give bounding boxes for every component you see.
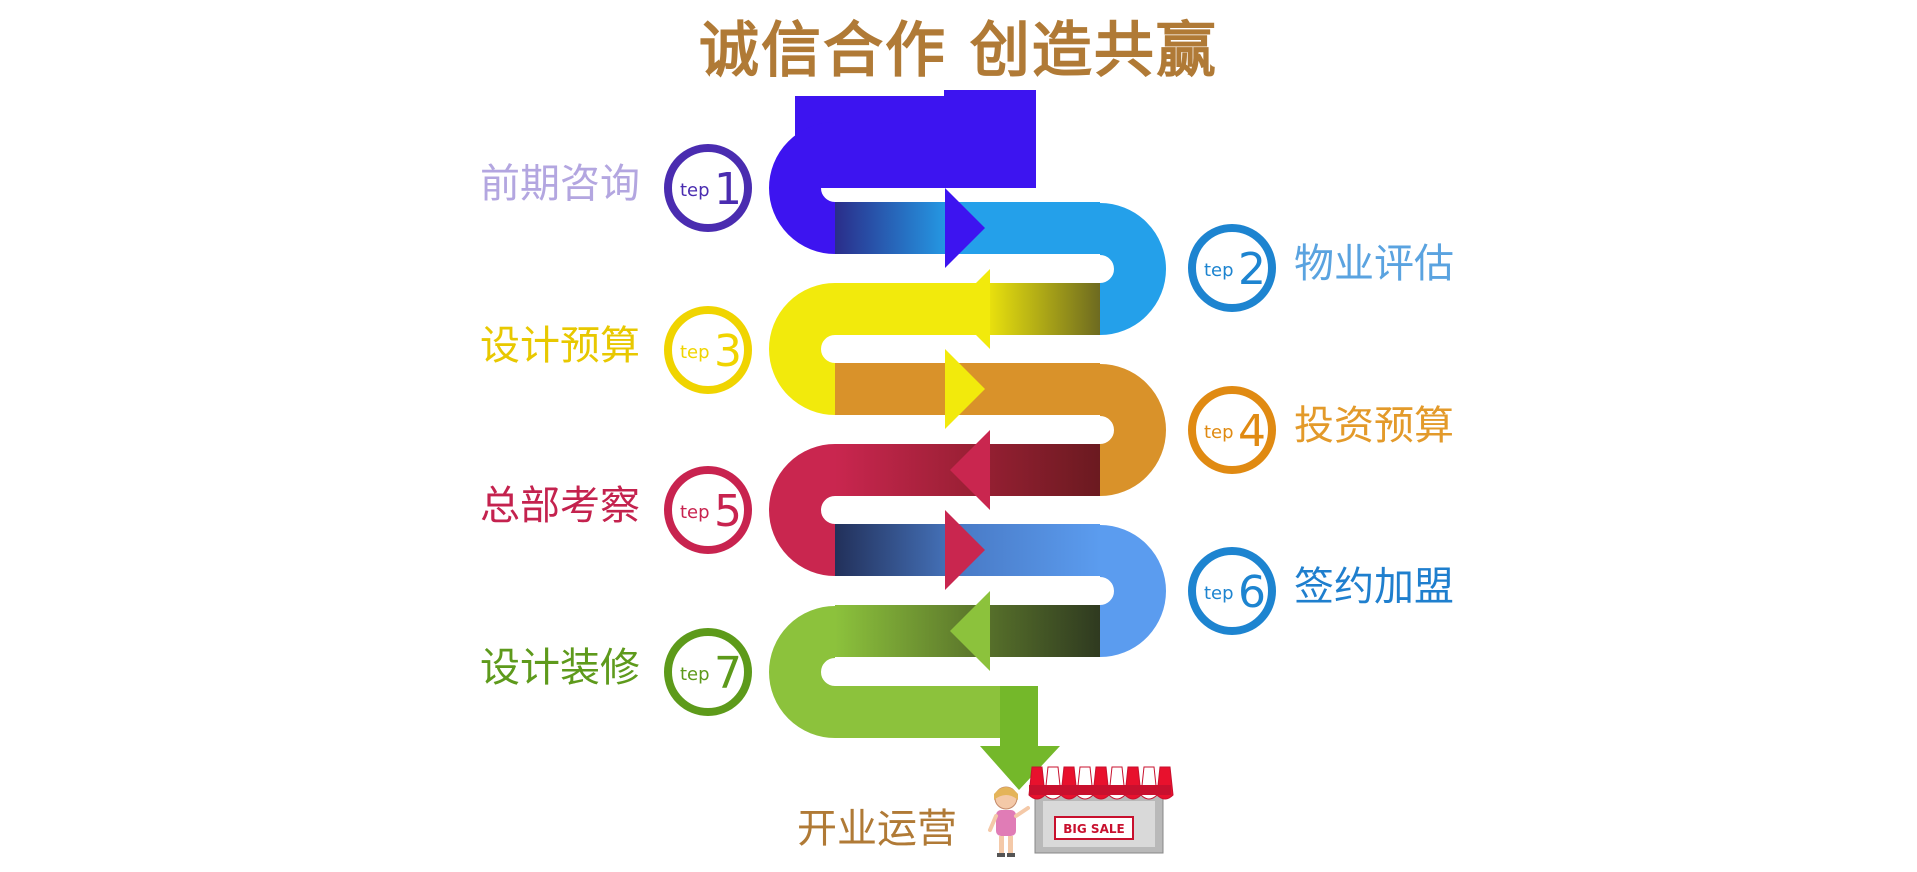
step-number: 3	[714, 326, 742, 377]
step-label-6: 签约加盟	[1294, 564, 1454, 610]
step-prefix: tep	[1204, 583, 1234, 604]
step-label-4: 投资预算	[1294, 403, 1454, 449]
ribbon-turn-6	[1098, 525, 1166, 657]
step-prefix: tep	[1204, 260, 1234, 281]
step-number: 2	[1238, 244, 1266, 295]
arrowhead-6	[950, 591, 990, 671]
ribbon-turn-2	[1098, 203, 1166, 335]
ribbon-final-drop	[1000, 686, 1038, 748]
arrowhead-4	[950, 430, 990, 510]
page-title: 诚信合作 创造共赢	[699, 16, 1218, 86]
step-label-7: 设计装修	[480, 645, 640, 691]
step-prefix: tep	[680, 180, 710, 201]
person-icon	[988, 786, 1030, 857]
step-prefix: tep	[680, 664, 710, 685]
ribbon-turn-7	[769, 606, 837, 738]
step-prefix: tep	[1204, 422, 1234, 443]
step-prefix: tep	[680, 502, 710, 523]
ribbon-turn-3	[769, 283, 837, 415]
final-arrowhead	[980, 746, 1060, 790]
arrowhead-1	[945, 188, 985, 268]
step-number: 5	[714, 486, 742, 537]
step-label-2: 物业评估	[1294, 241, 1454, 287]
step-number: 6	[1238, 567, 1266, 618]
ribbon-turn-1	[769, 122, 837, 254]
arrowhead-2	[950, 269, 990, 349]
ribbon-turn-4	[1098, 364, 1166, 496]
ribbon-turn-5	[769, 444, 837, 576]
shop-sign-text: BIG SALE	[1063, 822, 1124, 836]
step-label-1: 前期咨询	[480, 161, 640, 207]
step-number: 4	[1238, 406, 1266, 457]
step-number: 1	[714, 164, 742, 215]
step-label-3: 设计预算	[480, 323, 640, 369]
ribbon-top-stub	[964, 90, 1000, 165]
shop-icon: BIG SALE	[1028, 766, 1174, 854]
arrowhead-5	[945, 510, 985, 590]
step-number: 7	[714, 648, 742, 699]
step-prefix: tep	[680, 342, 710, 363]
final-step-label: 开业运营	[797, 806, 957, 852]
step-label-5: 总部考察	[480, 483, 640, 529]
ribbon-final-band	[835, 686, 1025, 738]
arrowhead-3	[945, 349, 985, 429]
